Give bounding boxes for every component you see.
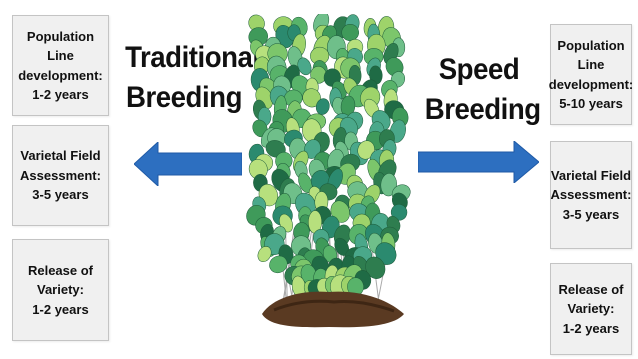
traditional-breeding-title: Traditional Breeding <box>125 38 243 118</box>
speed-step-population-line: Population Line development: 5-10 years <box>550 24 632 125</box>
plant-illustration <box>244 14 414 329</box>
arrow-right-icon <box>418 141 539 183</box>
traditional-step-release: Release of Variety: 1-2 years <box>12 239 109 341</box>
speed-breeding-title: Speed Breeding <box>425 50 534 130</box>
speed-step-release: Release of Variety: 1-2 years <box>550 263 632 355</box>
traditional-step-field-assessment: Varietal Field Assessment: 3-5 years <box>12 125 109 226</box>
arrow-left-icon <box>134 142 242 186</box>
speed-step-field-assessment: Varietal Field Assessment: 3-5 years <box>550 141 632 249</box>
traditional-step-population-line: Population Line development: 1-2 years <box>12 15 109 116</box>
